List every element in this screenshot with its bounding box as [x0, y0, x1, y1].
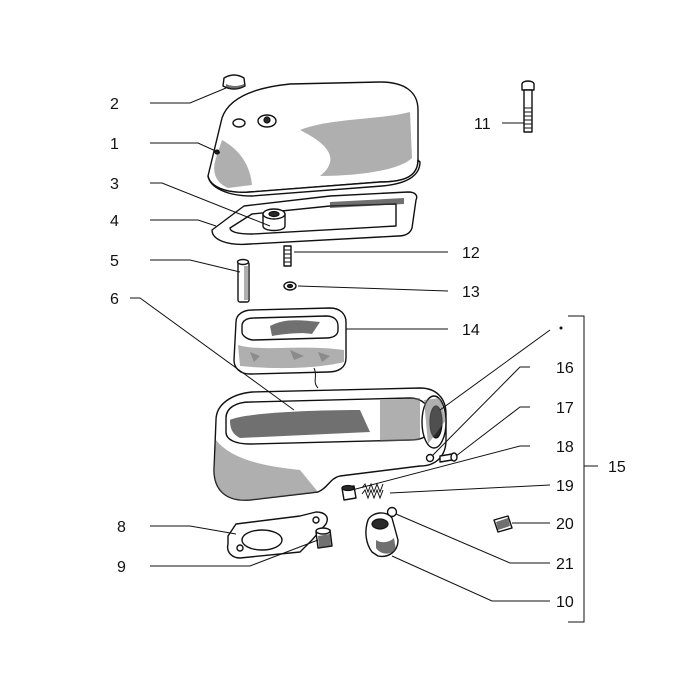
- part-4-gasket[interactable]: [211, 191, 418, 246]
- callout-5: 5: [110, 253, 119, 270]
- leader-1: [150, 142, 221, 154]
- filter-housing-body[interactable]: [213, 367, 447, 501]
- callout-4: 4: [110, 213, 119, 230]
- callout-2: 2: [110, 96, 119, 113]
- callout-13: 13: [462, 284, 480, 301]
- part-8-flange-gasket[interactable]: [226, 511, 328, 559]
- callout-labels: 1 2 3 4 5 6 8 9 10 11 12 13 14 15 16 17 …: [110, 96, 626, 611]
- leader-6: [130, 297, 295, 411]
- callout-3: 3: [110, 176, 119, 193]
- part-10-drain-valve[interactable]: [365, 512, 399, 558]
- part-21-ball[interactable]: [386, 506, 398, 518]
- callout-19: 19: [556, 478, 574, 495]
- callout-11: 11: [474, 116, 491, 133]
- callout-15: 15: [608, 459, 626, 476]
- part-11-bolt[interactable]: [521, 80, 535, 133]
- leader-17: [455, 406, 530, 457]
- leader-2: [150, 87, 227, 104]
- part-1-cover[interactable]: [207, 81, 421, 197]
- leader-16: [431, 366, 530, 457]
- leader-15-indicator: [439, 329, 551, 411]
- leader-19: [389, 484, 551, 494]
- callout-12: 12: [462, 245, 480, 262]
- part-5-spacer[interactable]: [236, 258, 250, 303]
- callout-6: 6: [110, 291, 119, 308]
- part-3-grommet[interactable]: [262, 208, 286, 232]
- part-2-cap[interactable]: [222, 74, 246, 90]
- callout-14: 14: [462, 322, 480, 339]
- callout-8: 8: [117, 519, 126, 536]
- leader-4: [150, 219, 217, 227]
- leader-10: [391, 555, 550, 602]
- leader-8: [150, 525, 237, 535]
- part-20-cap-nut[interactable]: [493, 515, 513, 533]
- leader-9: [150, 539, 319, 567]
- part-16-ring[interactable]: [425, 453, 435, 463]
- bracket-15: [568, 315, 598, 623]
- leader-lines: [130, 87, 598, 623]
- part-9-bushing[interactable]: [315, 527, 333, 549]
- callout-17: 17: [556, 400, 574, 417]
- part-19-spring[interactable]: [361, 482, 384, 500]
- callout-18: 18: [556, 439, 574, 456]
- leader-13: [297, 285, 449, 292]
- part-12-stud[interactable]: [283, 245, 292, 267]
- leader-18: [351, 445, 530, 491]
- part-13-nut[interactable]: [283, 281, 297, 291]
- leader-15-dot: [559, 326, 563, 330]
- part-18-bushing[interactable]: [341, 484, 357, 501]
- callout-9: 9: [117, 559, 126, 576]
- part-14-filter-element[interactable]: [233, 307, 347, 375]
- callout-16: 16: [556, 360, 574, 377]
- callout-1: 1: [110, 136, 119, 153]
- leader-3: [150, 182, 271, 227]
- callout-10: 10: [556, 594, 574, 611]
- callout-20: 20: [556, 516, 574, 533]
- leader-21: [395, 513, 550, 564]
- part-17-screw[interactable]: [439, 452, 458, 463]
- leader-5: [150, 259, 241, 273]
- callout-21: 21: [556, 556, 574, 573]
